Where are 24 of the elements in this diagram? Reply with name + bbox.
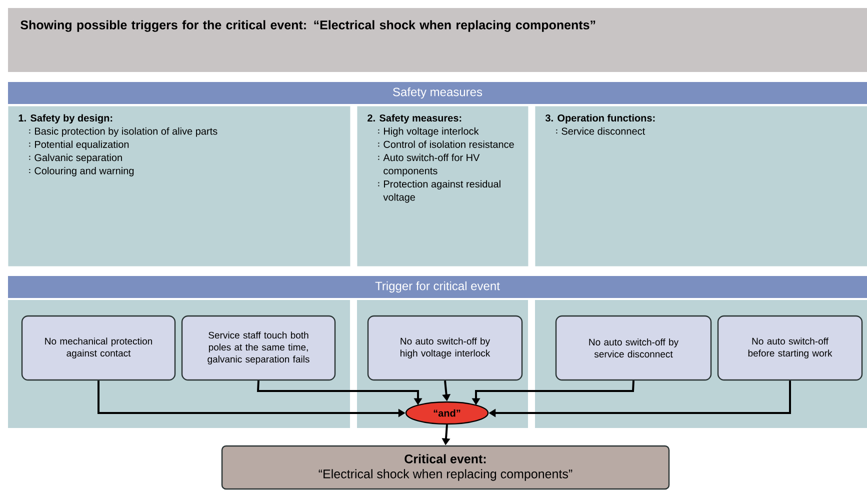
trigger-box: No mechanical protection against contact [21,315,176,381]
panel-heading: 3. Operation functions: [545,114,655,124]
measures-panel [8,106,350,266]
measures-panel [357,106,528,266]
section-header-band: Safety measures [8,82,867,104]
trigger-box: No auto switch-off before starting work [717,315,863,381]
panel-heading: 1. Safety by design: [18,114,112,124]
list-item: Potential equalization [35,140,129,150]
trigger-box: Service staff touch both poles at the same time, galvanic separation fails [181,315,336,381]
title: Showing possible triggers for the critical event: “Electrical shock when replacing components” [20,20,596,32]
measures-panel [535,106,867,266]
trigger-box: No auto switch-off by service disconnect [555,315,712,381]
list-item: Service disconnect [562,127,646,135]
list-item: Basic protection by isolation of alive parts [35,127,218,137]
trigger-box: No auto switch-off by high voltage interlock [367,315,523,381]
panel-heading: 2. Safety measures: [368,114,462,124]
critical-event-box: Critical event: “Electrical shock when replacing components” [221,445,670,490]
list-item: Control of isolation resistance [384,140,514,148]
list-item: Auto switch-off for HV components [383,154,480,176]
list-item: High voltage interlock [384,127,479,137]
list-item: Colouring and warning [34,167,134,176]
section-header-band: Trigger for critical event [8,276,867,298]
list-item: Galvanic separation [34,154,122,164]
list-item: Protection against residual voltage [383,180,500,203]
